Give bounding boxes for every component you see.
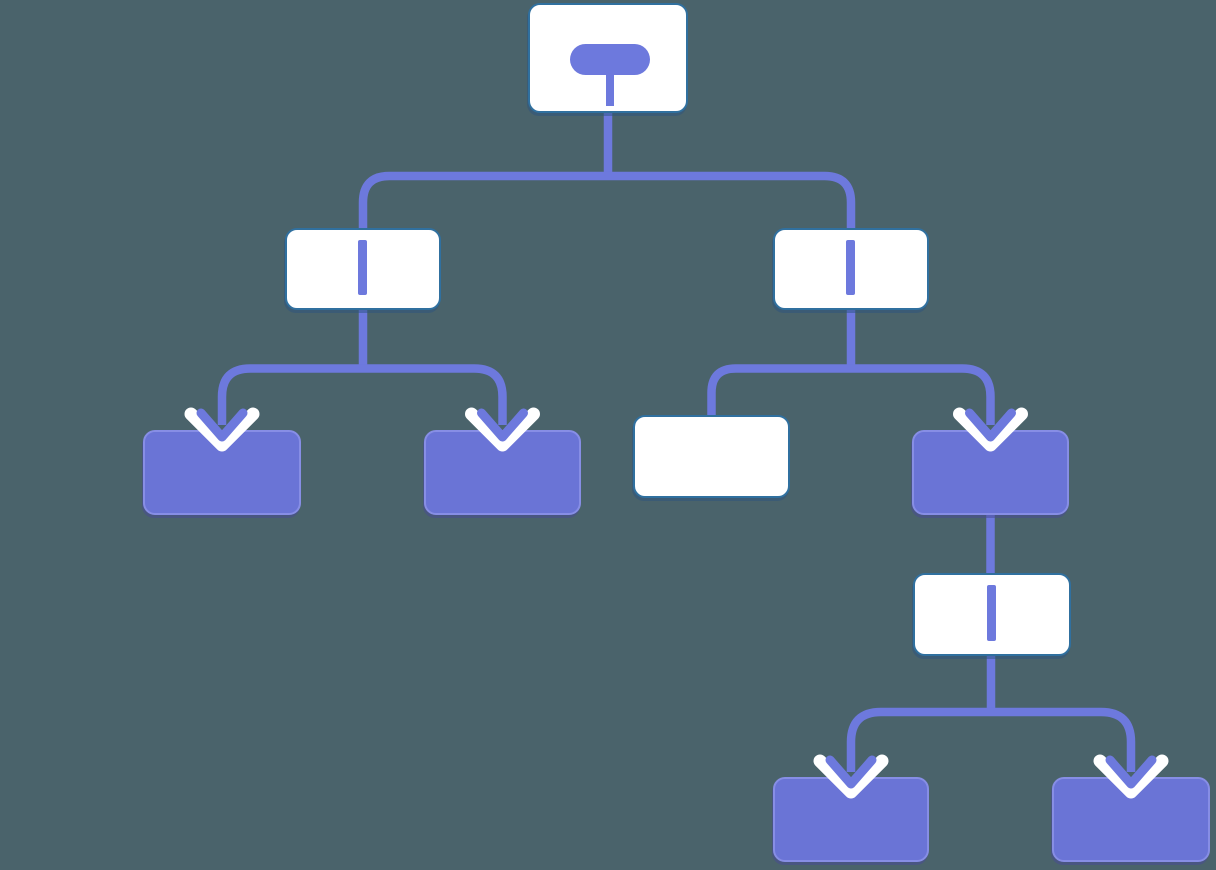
node-empty[interactable] bbox=[633, 415, 790, 498]
vertical-bar-icon bbox=[358, 240, 367, 295]
node-collapsed-leaf-4[interactable] bbox=[773, 777, 929, 862]
node-collapsed-leaf-2[interactable] bbox=[424, 430, 581, 515]
root-topic-stem-icon bbox=[605, 75, 615, 106]
node-collapsed-leaf-3[interactable] bbox=[912, 430, 1069, 515]
node-root[interactable] bbox=[528, 3, 688, 113]
vertical-bar-icon bbox=[846, 240, 855, 295]
node-branch-left[interactable] bbox=[285, 228, 441, 310]
root-topic-pill-icon bbox=[570, 44, 650, 75]
node-branch-right[interactable] bbox=[773, 228, 929, 310]
node-collapsed-leaf-5[interactable] bbox=[1052, 777, 1210, 862]
node-branch-bottom[interactable] bbox=[913, 573, 1071, 656]
vertical-bar-icon bbox=[987, 585, 996, 641]
node-collapsed-leaf-1[interactable] bbox=[143, 430, 301, 515]
